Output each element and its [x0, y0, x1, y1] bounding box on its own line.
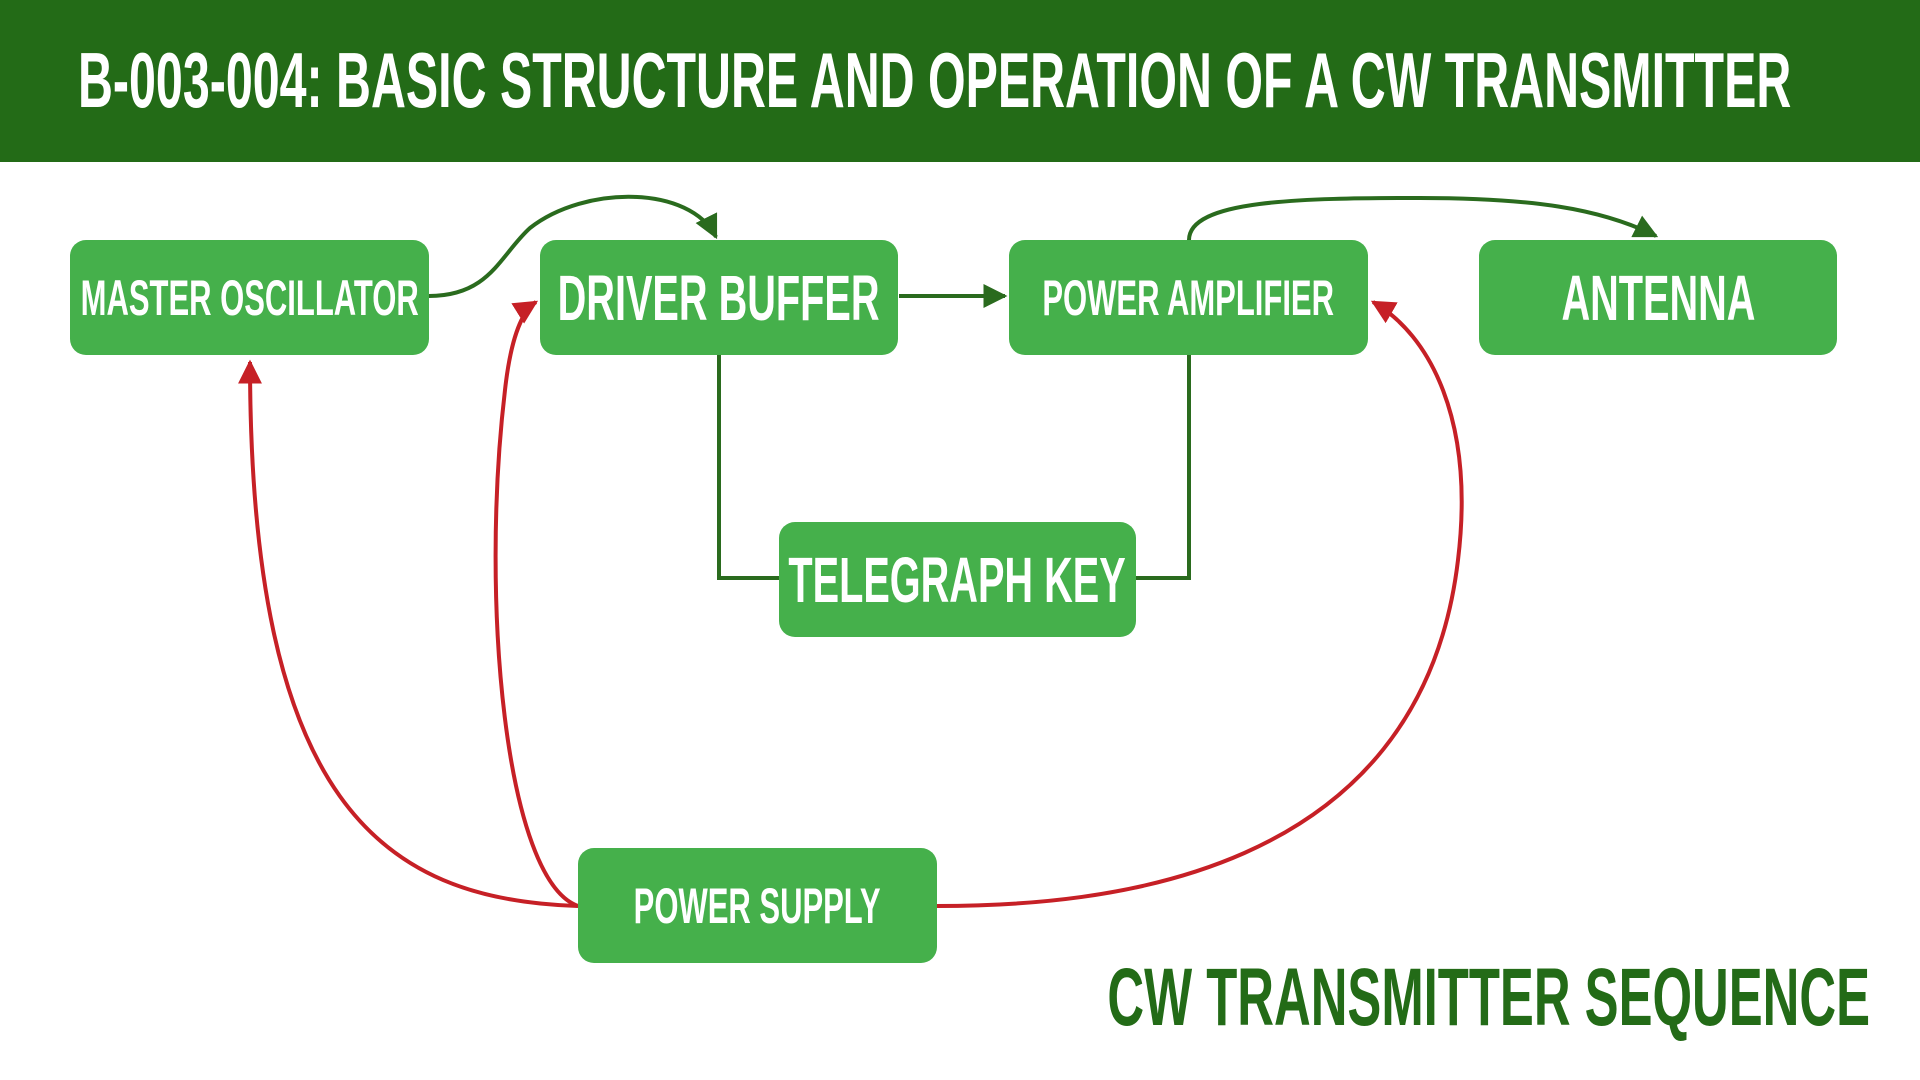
- footer-caption: CW TRANSMITTER SEQUENCE: [1107, 952, 1870, 1043]
- node-master-oscillator: MASTER OSCILLATOR: [70, 240, 429, 355]
- edge-amplifier-to-key: [1136, 355, 1191, 580]
- node-label: POWER SUPPLY: [634, 877, 881, 934]
- node-label: MASTER OSCILLATOR: [80, 269, 419, 326]
- edge-oscillator-to-driver: [428, 194, 718, 298]
- node-antenna: ANTENNA: [1479, 240, 1837, 355]
- node-telegraph-key: TELEGRAPH KEY: [779, 522, 1136, 637]
- edge-supply-to-oscillator: [238, 359, 579, 908]
- node-label: TELEGRAPH KEY: [788, 543, 1127, 616]
- edge-supply-to-driver: [493, 300, 579, 908]
- header-bar: B-003-004: BASIC STRUCTURE AND OPERATION…: [0, 0, 1920, 162]
- node-label: DRIVER BUFFER: [558, 261, 880, 334]
- page-title: B-003-004: BASIC STRUCTURE AND OPERATION…: [78, 36, 1792, 124]
- node-label: POWER AMPLIFIER: [1042, 269, 1335, 326]
- edge-amplifier-to-antenna: [1187, 195, 1659, 241]
- node-label: ANTENNA: [1561, 261, 1755, 334]
- node-power-supply: POWER SUPPLY: [578, 848, 937, 963]
- node-power-amplifier: POWER AMPLIFIER: [1009, 240, 1368, 355]
- edge-driver-to-key: [717, 355, 779, 580]
- node-driver-buffer: DRIVER BUFFER: [540, 240, 898, 355]
- edge-supply-to-amplifier: [936, 300, 1464, 908]
